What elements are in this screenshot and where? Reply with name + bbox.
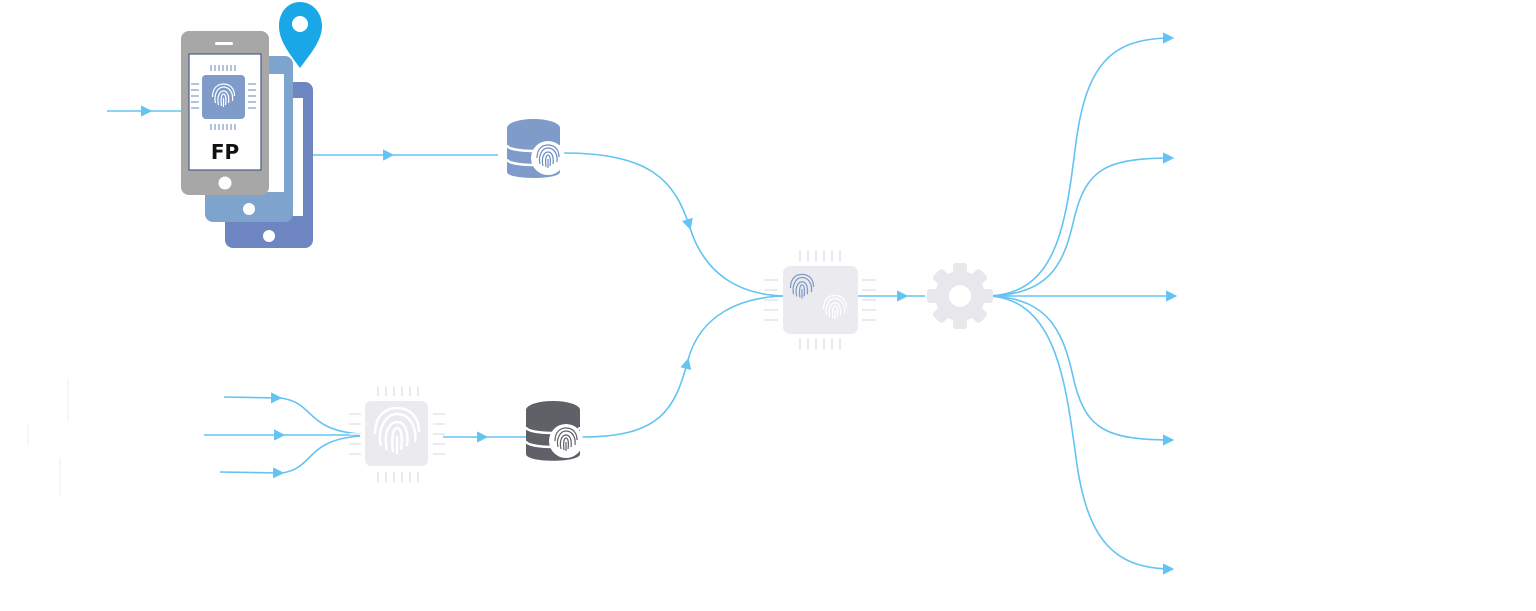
fingerprint-chip-icon-central: [764, 250, 876, 350]
output-branch-1: [984, 32, 1175, 297]
location-pin-icon: [279, 2, 322, 68]
connector-db-bottom-to-chip: [581, 357, 692, 438]
connector-input-upper-curve: [279, 397, 361, 435]
output-branch-2: [984, 152, 1175, 297]
flow-connectors: [107, 32, 1178, 575]
device-chip-label: FP: [211, 140, 239, 164]
device-fingerprint-chip-icon: [191, 65, 256, 130]
connector-db-top-to-chip-tail: [689, 227, 786, 297]
fingerprint-database-icon-top: [505, 119, 565, 178]
connector-input-lower-curve: [281, 435, 361, 474]
output-branch-4: [984, 295, 1175, 446]
connector-db-bottom-to-chip-tail: [687, 295, 786, 361]
gear-icon: [927, 263, 993, 329]
mobile-device-stack: FP: [181, 31, 313, 248]
output-branch-5: [984, 295, 1175, 575]
fingerprint-chip-icon-left: [349, 386, 445, 482]
connector-input-lower: [219, 467, 285, 479]
connector-db-top-to-chip: [562, 152, 693, 231]
fingerprint-database-icon-bottom: [524, 401, 583, 461]
faint-input-markers: [27, 380, 69, 495]
connector-input-upper: [223, 392, 283, 404]
